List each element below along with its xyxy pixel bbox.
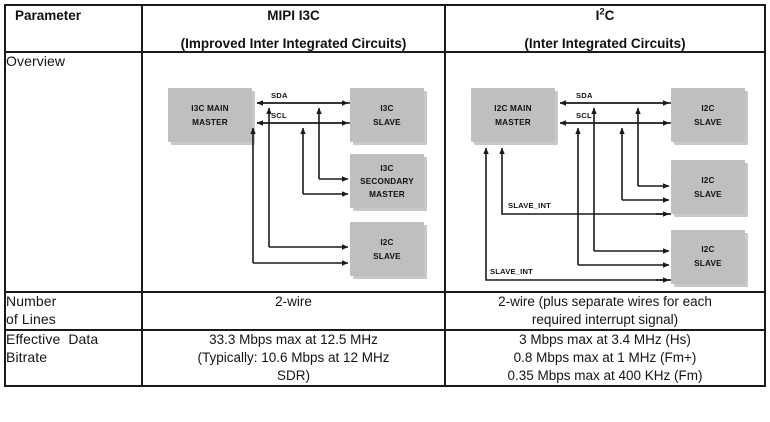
i2c-wire-int-arrowheads	[656, 211, 670, 284]
i2c-wire-sda: SDA	[559, 91, 671, 107]
i3c-wire-scl-i2c-slave	[250, 127, 349, 267]
i3c-i2c-comparison-table: Parameter MIPI I3C (Improved Inter Integ…	[4, 3, 766, 388]
i2c-wire-sda-slave-3	[591, 107, 670, 255]
header-i3c-title: MIPI I3C	[267, 8, 320, 23]
i3c-wire-scl-secondary-master	[300, 127, 349, 198]
i3c-wire-label-sda: SDA	[271, 91, 288, 100]
i2c-node-slave-1-line-0: I2C	[701, 104, 714, 113]
i3c-node-i2c-slave-line-1: SLAVE	[373, 252, 401, 261]
cell-number-of-lines-i2c: 2-wire (plus separate wires for each req…	[444, 291, 766, 332]
header-parameter-label: Parameter	[15, 8, 82, 23]
row-label-effective-data-bitrate-line-0: Effective Data	[6, 331, 99, 348]
row-label-number-of-lines-line-0: Number	[6, 293, 57, 310]
i2c-wire-scl-slave-2	[619, 127, 670, 204]
cell-effective-data-bitrate-i3c-line-2: SDR)	[277, 368, 310, 384]
table-row-effective-data-bitrate: Effective Data Bitrate 33.3 Mbps max at …	[4, 329, 766, 388]
i3c-diagram-svg: I3C MAIN MASTER I3C SLAVE I3C	[168, 88, 427, 280]
i3c-topology-diagram: I3C MAIN MASTER I3C SLAVE I3C	[143, 53, 444, 291]
row-label-number-of-lines-line-1: of Lines	[6, 311, 56, 328]
row-label-effective-data-bitrate: Effective Data Bitrate	[4, 329, 143, 388]
header-i2c: I2C (Inter Integrated Circuits)	[444, 3, 766, 54]
header-parameter: Parameter	[4, 3, 143, 54]
cell-overview-i3c: I3C MAIN MASTER I3C SLAVE I3C	[141, 51, 446, 294]
i3c-node-slave-1-line-0: I3C	[380, 104, 393, 113]
cell-effective-data-bitrate-i2c-line-1: 0.8 Mbps max at 1 MHz (Fm+)	[513, 350, 697, 366]
i3c-wire-scl: SCL	[256, 111, 350, 127]
i3c-wire-sda-secondary-master	[316, 107, 349, 183]
i3c-node-secondary-master: I3C SECONDARY MASTER	[350, 154, 427, 212]
cell-number-of-lines-i3c-line-0: 2-wire	[275, 294, 312, 310]
i2c-topology-diagram: I2C MAIN MASTER I2C SLAVE I2C	[446, 53, 764, 291]
i2c-node-slave-3-line-1: SLAVE	[694, 259, 722, 268]
i2c-node-main-master-line-0: I2C MAIN	[494, 104, 532, 113]
i3c-wire-sda: SDA	[256, 91, 350, 107]
i2c-wire-slave-int-1: SLAVE_INT	[499, 147, 671, 216]
i3c-node-slave-1: I3C SLAVE	[350, 88, 427, 146]
i2c-node-slave-2: I2C SLAVE	[671, 160, 748, 218]
i2c-node-main-master-line-1: MASTER	[495, 118, 531, 127]
i3c-node-main-master-line-0: I3C MAIN	[191, 104, 229, 113]
cell-effective-data-bitrate-i2c-line-2: 0.35 Mbps max at 400 KHz (Fm)	[507, 368, 703, 384]
i3c-node-main-master: I3C MAIN MASTER	[168, 88, 255, 146]
row-label-effective-data-bitrate-line-1: Bitrate	[6, 349, 48, 366]
table-row-number-of-lines: Number of Lines 2-wire 2-wire (plus sepa…	[4, 291, 766, 332]
i2c-node-slave-1-line-1: SLAVE	[694, 118, 722, 127]
i2c-wire-label-slave-int-1: SLAVE_INT	[508, 201, 551, 210]
cell-overview-i2c: I2C MAIN MASTER I2C SLAVE I2C	[444, 51, 766, 294]
row-label-overview: Overview	[4, 51, 143, 294]
i2c-node-slave-3: I2C SLAVE	[671, 230, 748, 288]
i3c-node-i2c-slave: I2C SLAVE	[350, 222, 427, 280]
header-i2c-title-post: C	[604, 8, 615, 23]
i3c-wire-sda-i2c-slave	[266, 107, 349, 251]
i2c-wire-label-slave-int-2: SLAVE_INT	[490, 267, 533, 276]
i3c-node-main-master-line-1: MASTER	[192, 118, 228, 127]
i2c-node-main-master: I2C MAIN MASTER	[471, 88, 558, 146]
cell-effective-data-bitrate-i3c: 33.3 Mbps max at 12.5 MHz (Typically: 10…	[141, 329, 446, 388]
i2c-wire-label-sda: SDA	[576, 91, 593, 100]
header-i2c-title-pre: I	[595, 8, 600, 23]
i2c-node-slave-3-line-0: I2C	[701, 245, 714, 254]
i3c-node-i2c-slave-line-0: I2C	[380, 238, 393, 247]
row-label-number-of-lines: Number of Lines	[4, 291, 143, 332]
i3c-node-slave-1-line-1: SLAVE	[373, 118, 401, 127]
cell-effective-data-bitrate-i3c-line-0: 33.3 Mbps max at 12.5 MHz	[209, 332, 378, 348]
cell-number-of-lines-i3c: 2-wire	[141, 291, 446, 332]
header-i2c-title-superscript: 2	[599, 6, 605, 18]
i2c-diagram-svg: I2C MAIN MASTER I2C SLAVE I2C	[471, 88, 748, 288]
table-header-row: Parameter MIPI I3C (Improved Inter Integ…	[4, 3, 766, 54]
i3c-wire-label-scl: SCL	[271, 111, 287, 120]
cell-effective-data-bitrate-i3c-line-1: (Typically: 10.6 Mbps at 12 MHz	[197, 350, 390, 366]
i2c-node-slave-2-line-0: I2C	[701, 176, 714, 185]
cell-effective-data-bitrate-i2c: 3 Mbps max at 3.4 MHz (Hs) 0.8 Mbps max …	[444, 329, 766, 388]
header-i2c-subtitle: (Inter Integrated Circuits)	[524, 36, 686, 52]
row-label-overview-line-0: Overview	[6, 53, 66, 70]
i2c-wire-sda-slave-2	[635, 107, 670, 190]
cell-number-of-lines-i2c-line-1: required interrupt signal)	[531, 312, 679, 328]
i2c-node-slave-2-line-1: SLAVE	[694, 190, 722, 199]
i3c-node-secondary-master-line-0: I3C	[380, 164, 393, 173]
i2c-node-slave-1: I2C SLAVE	[671, 88, 748, 146]
i2c-wire-scl: SCL	[559, 111, 671, 127]
i2c-wire-scl-slave-3	[575, 127, 670, 269]
cell-number-of-lines-i2c-line-0: 2-wire (plus separate wires for each	[498, 294, 712, 310]
i3c-node-secondary-master-line-2: MASTER	[369, 190, 405, 199]
cell-effective-data-bitrate-i2c-line-0: 3 Mbps max at 3.4 MHz (Hs)	[519, 332, 691, 348]
i2c-wire-label-scl: SCL	[576, 111, 592, 120]
i3c-node-secondary-master-line-1: SECONDARY	[360, 177, 414, 186]
header-mipi-i3c: MIPI I3C (Improved Inter Integrated Circ…	[141, 3, 446, 54]
header-i3c-subtitle: (Improved Inter Integrated Circuits)	[180, 36, 407, 52]
table-row-overview: Overview I3C M	[4, 51, 766, 294]
header-i2c-title: I2C	[446, 6, 764, 23]
